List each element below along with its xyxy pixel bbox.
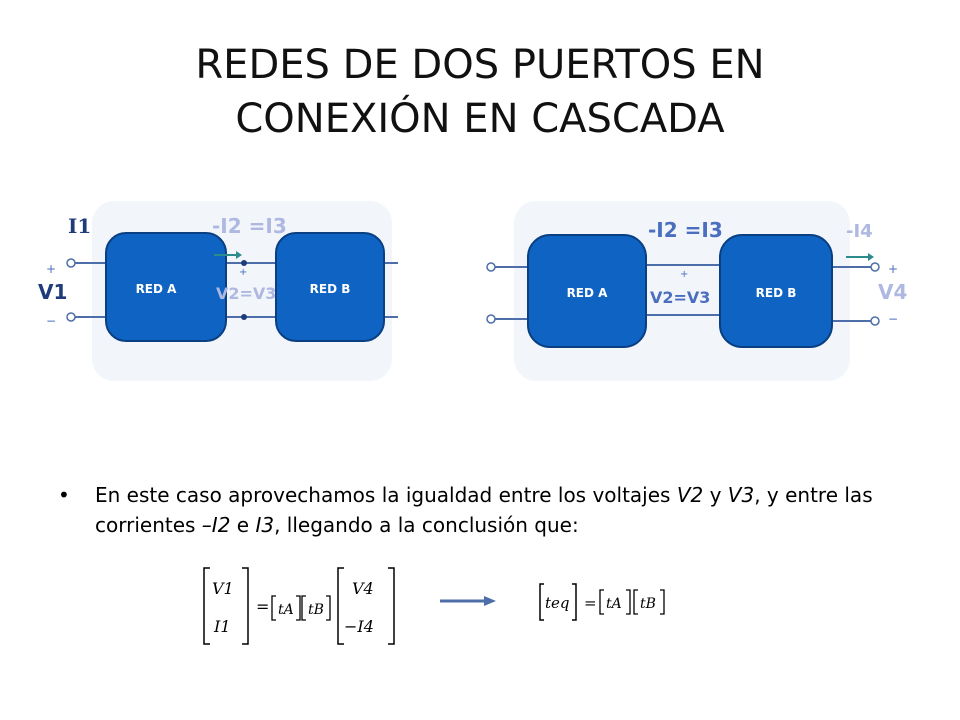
terminal-node	[870, 316, 880, 326]
terminal-node	[486, 314, 496, 324]
arrow-head	[484, 596, 496, 606]
voltage-out-label: V4	[878, 280, 907, 304]
eq-neg-i4: −I4	[344, 617, 374, 636]
bracket-right	[388, 567, 395, 645]
current-mid-label: -I2 =I3	[648, 218, 723, 242]
voltage-mid-label: V2=V3	[650, 288, 710, 307]
current-mid-label: -I2 =I3	[212, 214, 287, 238]
junction-node	[241, 314, 247, 320]
bracket-left	[337, 567, 344, 645]
bullet-text: En este caso aprovechamos la igualdad en…	[95, 480, 895, 540]
red-b-label: RED B	[756, 286, 797, 300]
title-line-2: CONEXIÓN EN CASCADA	[235, 96, 725, 142]
bracket-left	[633, 589, 638, 615]
terminal-node	[870, 262, 880, 272]
minus-sign: −	[46, 314, 56, 328]
minus-sign: −	[888, 312, 898, 326]
plus-sign-mid: +	[239, 267, 247, 278]
var-neg-i2: –I2	[201, 513, 231, 537]
eq-teq: teq	[545, 594, 570, 612]
red-a-block	[105, 232, 227, 342]
cascade-diagram-right: RED A RED B -I2 =I3 + V2=V3 -I4 + V4 −	[482, 195, 912, 385]
eq-v1: V1	[212, 579, 234, 598]
right-arrow-icon	[440, 596, 496, 606]
bracket-left	[203, 567, 210, 645]
red-a-block	[527, 234, 647, 348]
red-a-label: RED A	[567, 286, 609, 300]
plus-sign: +	[46, 262, 56, 276]
bracket-left	[599, 589, 604, 615]
eq-i1: I1	[213, 617, 231, 636]
eq-v4: V4	[352, 579, 374, 598]
eq-ta: tA	[606, 596, 622, 612]
bracket-left	[271, 595, 276, 621]
cascade-diagram-left: RED A RED B I1 -I2 =I3 + V1 − + V2=V3	[38, 195, 398, 385]
bracket-right	[326, 595, 331, 621]
current-out-label: -I4	[846, 221, 873, 242]
red-b-label: RED B	[310, 282, 351, 296]
bullet-text-part: En este caso aprovechamos la igualdad en…	[95, 483, 677, 507]
plus-sign: +	[888, 262, 898, 276]
bracket-left	[301, 595, 306, 621]
bracket-right	[660, 589, 665, 615]
matrix-equation-left: V1 I1 = tA tB V4 −I4	[200, 560, 400, 654]
terminal-node	[66, 312, 76, 322]
red-a-label: RED A	[136, 282, 178, 296]
matrix-equation-right-svg: teq = tA tB	[539, 583, 665, 621]
var-v3: V3	[727, 483, 755, 507]
cascade-diagram-left-svg: RED A RED B I1 -I2 =I3 + V1 − + V2=V3	[38, 201, 398, 381]
current-arrow-head	[868, 253, 874, 261]
matrix-equation-right: teq = tA tB	[536, 578, 696, 632]
voltage-in-label: V1	[38, 280, 67, 304]
eq-equals: =	[584, 594, 597, 612]
terminal-node	[486, 262, 496, 272]
bracket-left	[539, 583, 544, 621]
bracket-right	[242, 567, 249, 645]
plus-sign-mid: +	[680, 269, 688, 280]
red-b-block	[275, 232, 385, 342]
eq-tb: tB	[640, 596, 656, 612]
terminal-node	[66, 258, 76, 268]
junction-node	[241, 260, 247, 266]
cascade-diagram-right-svg: RED A RED B -I2 =I3 + V2=V3 -I4 + V4 −	[486, 201, 907, 381]
bullet-marker: •	[58, 483, 70, 507]
bullet-text-part: , llegando a la conclusión que:	[274, 513, 579, 537]
matrix-equation-left-svg: V1 I1 = tA tB V4 −I4	[203, 567, 395, 645]
bracket-right	[572, 583, 577, 621]
bracket-right	[296, 595, 301, 621]
bullet-text-part: e	[230, 513, 256, 537]
var-v2: V2	[676, 483, 704, 507]
eq-tb: tB	[308, 602, 324, 618]
eq-ta: tA	[278, 602, 294, 618]
bracket-right	[626, 589, 631, 615]
current-arrow-head	[236, 251, 242, 259]
eq-equals: =	[256, 597, 269, 616]
title-line-1: REDES DE DOS PUERTOS EN	[195, 42, 765, 88]
var-i3: I3	[255, 513, 275, 537]
slide-title: REDES DE DOS PUERTOS EN CONEXIÓN EN CASC…	[0, 38, 960, 146]
red-b-block	[719, 234, 833, 348]
current-in-label: I1	[68, 214, 91, 238]
voltage-mid-label: V2=V3	[216, 284, 276, 303]
bullet-text-part: y	[703, 483, 728, 507]
bullet-text-part: , y entre las corrientes	[95, 483, 873, 537]
